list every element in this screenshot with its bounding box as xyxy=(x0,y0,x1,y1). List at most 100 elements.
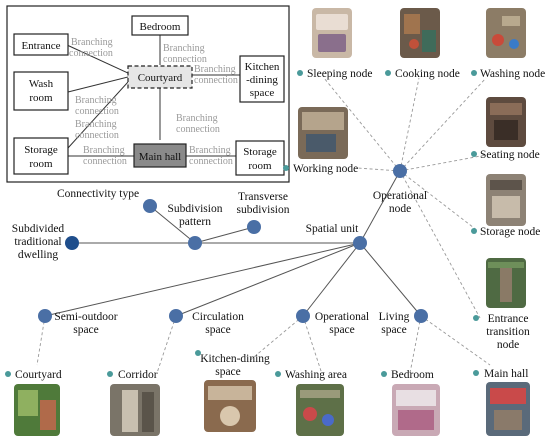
dot-kitchen xyxy=(195,350,201,356)
photo-corridor xyxy=(110,384,160,436)
label-root-3: dwelling xyxy=(18,249,58,261)
photo-seating xyxy=(486,97,526,147)
label-connectivity-type: Connectivity type xyxy=(57,188,139,200)
photo-cooking xyxy=(400,8,440,58)
room-storage-right xyxy=(235,140,285,176)
label-transverse-2: subdivision xyxy=(236,204,289,216)
dot-entrance xyxy=(473,315,479,321)
room-bedroom-label: Bedroom xyxy=(140,21,181,33)
label-entrance-3: node xyxy=(497,339,519,351)
room-storage-left-label-1: Storage xyxy=(24,144,58,156)
label-spatial-unit: Spatial unit xyxy=(306,223,360,235)
dot-storage xyxy=(471,228,477,234)
photo-working xyxy=(298,107,348,159)
photo-kitchen xyxy=(204,380,256,432)
label-operational-node-1: Operational xyxy=(373,190,427,202)
label-courtyard: Courtyard xyxy=(15,369,62,381)
label-circulation-1: Circulation xyxy=(192,311,244,323)
room-kitchen-label-2: -dining xyxy=(246,74,278,86)
room-storage-left xyxy=(13,137,69,175)
label-corridor: Corridor xyxy=(118,369,158,381)
branch-label-top-2: connection xyxy=(163,54,207,65)
node-living-space xyxy=(414,309,428,323)
dot-corridor xyxy=(107,371,113,377)
photo-sleeping xyxy=(312,8,352,58)
branch-label-bottom-1: Branching xyxy=(83,145,125,156)
photo-main-hall xyxy=(486,382,530,436)
photo-washing-area xyxy=(296,384,344,436)
room-courtyard xyxy=(127,65,193,89)
room-bedroom xyxy=(131,15,189,36)
branch-label-storage-l-2: connection xyxy=(75,130,119,141)
dot-bedroom xyxy=(381,371,387,377)
label-operational-space-1: Operational xyxy=(315,311,369,323)
photo-storage xyxy=(486,174,526,226)
photo-entrance xyxy=(486,258,526,308)
label-entrance-1: Entrance xyxy=(488,313,529,325)
label-living-space-1: Living xyxy=(379,311,410,323)
label-subdivision-2: pattern xyxy=(179,216,211,228)
photo-washing xyxy=(486,8,526,58)
dot-cooking xyxy=(385,70,391,76)
room-wash-room-label-2: room xyxy=(29,92,53,104)
branch-label-storage-r-2: connection xyxy=(189,156,233,167)
photo-bedroom xyxy=(392,384,440,436)
room-wash-room xyxy=(13,71,69,111)
branch-label-wash-1: Branching xyxy=(75,95,117,106)
room-main-hall xyxy=(133,143,187,168)
branch-label-hall-2: connection xyxy=(176,124,220,135)
room-kitchen-label-3: space xyxy=(250,87,275,99)
label-washing-area: Washing area xyxy=(285,369,347,381)
label-storage-node: Storage node xyxy=(480,226,540,238)
room-storage-right-label-1: Storage xyxy=(243,146,277,158)
room-kitchen-label-1: Kitchen xyxy=(245,61,280,73)
label-transverse-1: Transverse xyxy=(238,191,288,203)
node-subdivision-pattern xyxy=(188,236,202,250)
branch-label-top-1: Branching xyxy=(163,43,205,54)
photo-courtyard xyxy=(14,384,60,436)
dot-sleeping xyxy=(297,70,303,76)
branch-label-storage-r-1: Branching xyxy=(189,145,231,156)
label-main-hall: Main hall xyxy=(484,368,528,380)
dot-washing xyxy=(471,70,477,76)
label-seating-node: Seating node xyxy=(480,149,540,161)
dot-courtyard xyxy=(5,371,11,377)
room-storage-left-label-2: room xyxy=(29,158,53,170)
node-root xyxy=(65,236,79,250)
room-courtyard-label: Courtyard xyxy=(138,72,183,84)
label-root-1: Subdivided xyxy=(12,223,65,235)
label-semi-outdoor-2: space xyxy=(73,324,99,336)
branch-label-entrance-1: Branching xyxy=(71,37,113,48)
room-kitchen-dining xyxy=(239,55,285,103)
room-main-hall-label: Main hall xyxy=(139,151,181,163)
branch-label-storage-l-1: Branching xyxy=(75,119,117,130)
branch-label-wash-2: connection xyxy=(75,106,119,117)
label-living-space-2: space xyxy=(381,324,407,336)
label-kitchen-1: Kitchen-dining xyxy=(200,353,270,365)
branch-label-bottom-2: connection xyxy=(83,156,127,167)
label-entrance-2: transition xyxy=(486,326,530,338)
dot-seating xyxy=(471,151,477,157)
inset-connections xyxy=(66,35,240,157)
label-working-node: Working node xyxy=(293,163,358,175)
label-operational-space-2: space xyxy=(329,324,355,336)
label-washing-node: Washing node xyxy=(480,68,545,80)
branch-label-entrance-2: connection xyxy=(69,48,113,59)
label-semi-outdoor-1: Semi-outdoor xyxy=(54,311,117,323)
node-transverse-subdivision xyxy=(247,220,261,234)
label-subdivision-1: Subdivision xyxy=(168,203,223,215)
node-operational-space xyxy=(296,309,310,323)
label-kitchen-2: space xyxy=(215,366,241,378)
branching-labels: Branching connection Branching connectio… xyxy=(69,37,238,167)
room-entrance-label: Entrance xyxy=(21,40,60,52)
dashed-connections xyxy=(36,77,491,375)
dot-main-hall xyxy=(473,370,479,376)
dot-washing-area xyxy=(275,371,281,377)
tree-edges xyxy=(44,170,422,317)
label-sleeping-node: Sleeping node xyxy=(307,68,372,80)
node-circulation xyxy=(169,309,183,323)
branch-label-hall-1: Branching xyxy=(176,113,218,124)
node-semi-outdoor xyxy=(38,309,52,323)
branch-label-kitchen-2: connection xyxy=(194,75,238,86)
